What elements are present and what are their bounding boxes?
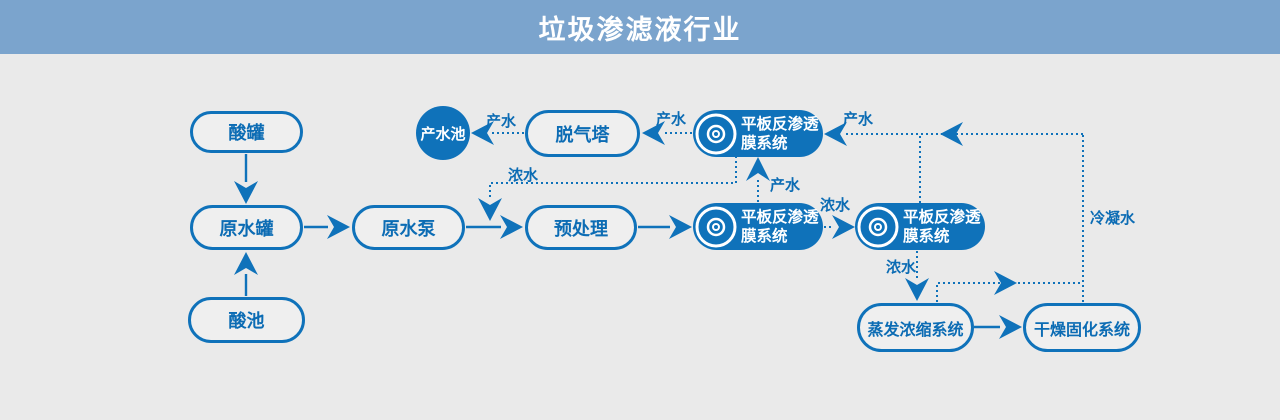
node-degassing-tower: 脱气塔 [525, 110, 640, 157]
line-ro1-concentrate-return [489, 156, 737, 199]
line-evaporation-branch [936, 282, 1083, 302]
flow-label-concentrate-3: 浓水 [886, 258, 917, 276]
node-evaporation-system-label: 蒸发浓缩系统 [867, 319, 964, 339]
node-ro-system-2: 平板反渗透 膜系统 [693, 203, 823, 250]
ro-membrane-icon [857, 206, 899, 247]
node-ro-system-3-label: 平板反渗透 膜系统 [903, 207, 981, 245]
flow-label-product-water-1: 产水 [486, 112, 517, 130]
node-acid-pool-label: 酸池 [228, 311, 265, 332]
arrow-acid-tank-to-raw-water-tank [234, 154, 258, 204]
arrow-pretreatment-to-ro2 [638, 215, 692, 239]
page-title: 垃圾渗滤液行业 [538, 14, 742, 46]
arrowhead-into-pool [471, 121, 494, 145]
node-ro-system-2-label: 平板反渗透 膜系统 [741, 207, 819, 245]
arrow-pump-to-pretreatment [466, 215, 523, 239]
node-pretreatment-label: 预处理 [554, 218, 608, 240]
arrowhead-into-degassing [642, 121, 665, 145]
node-evaporation-system: 蒸发浓缩系统 [857, 303, 974, 352]
node-drying-system-label: 干燥固化系统 [1033, 319, 1130, 339]
node-acid-tank-label: 酸罐 [228, 123, 265, 144]
node-degassing-tower-label: 脱气塔 [555, 124, 610, 146]
arrowhead-concentrate-drop [478, 198, 502, 221]
title-banner: 垃圾渗滤液行业 [0, 0, 1280, 54]
node-acid-pool: 酸池 [188, 297, 305, 343]
arrowhead-into-ro1-right [824, 122, 847, 146]
flow-label-condensate: 冷凝水 [1090, 209, 1136, 227]
arrowhead-into-evaporation [905, 278, 929, 301]
node-product-water-pool: 产水池 [416, 106, 470, 160]
arrowhead-branch-right [994, 271, 1017, 295]
node-raw-water-tank: 原水罐 [190, 205, 303, 250]
node-raw-water-tank-label: 原水罐 [219, 218, 274, 240]
node-raw-water-pump: 原水泵 [352, 205, 465, 250]
flow-label-product-water-3: 产水 [843, 110, 874, 128]
arrow-acid-pool-to-raw-water-tank [234, 252, 258, 296]
node-pretreatment: 预处理 [525, 205, 637, 250]
node-ro-system-3: 平板反渗透 膜系统 [855, 203, 985, 250]
flow-label-concentrate-2: 浓水 [820, 196, 851, 214]
flow-label-product-water-4: 产水 [770, 176, 801, 194]
node-ro-system-1: 平板反渗透 膜系统 [693, 110, 823, 157]
arrow-evaporation-to-drying [974, 315, 1022, 339]
arrowhead-into-ro3 [832, 215, 855, 239]
node-product-water-pool-label: 产水池 [420, 124, 466, 143]
node-drying-system: 干燥固化系统 [1023, 303, 1141, 352]
arrowhead-into-ro1-bottom [746, 157, 770, 181]
node-raw-water-pump-label: 原水泵 [381, 218, 436, 240]
node-ro-system-1-label: 平板反渗透 膜系统 [741, 114, 819, 152]
ro-membrane-icon [695, 113, 737, 154]
flow-label-concentrate-1: 浓水 [508, 166, 539, 184]
flow-label-product-water-2: 产水 [656, 110, 687, 128]
arrowhead-top-return-mid [940, 122, 963, 146]
ro-membrane-icon [695, 206, 737, 247]
arrow-raw-water-tank-to-pump [304, 215, 350, 239]
node-acid-tank: 酸罐 [190, 111, 303, 153]
